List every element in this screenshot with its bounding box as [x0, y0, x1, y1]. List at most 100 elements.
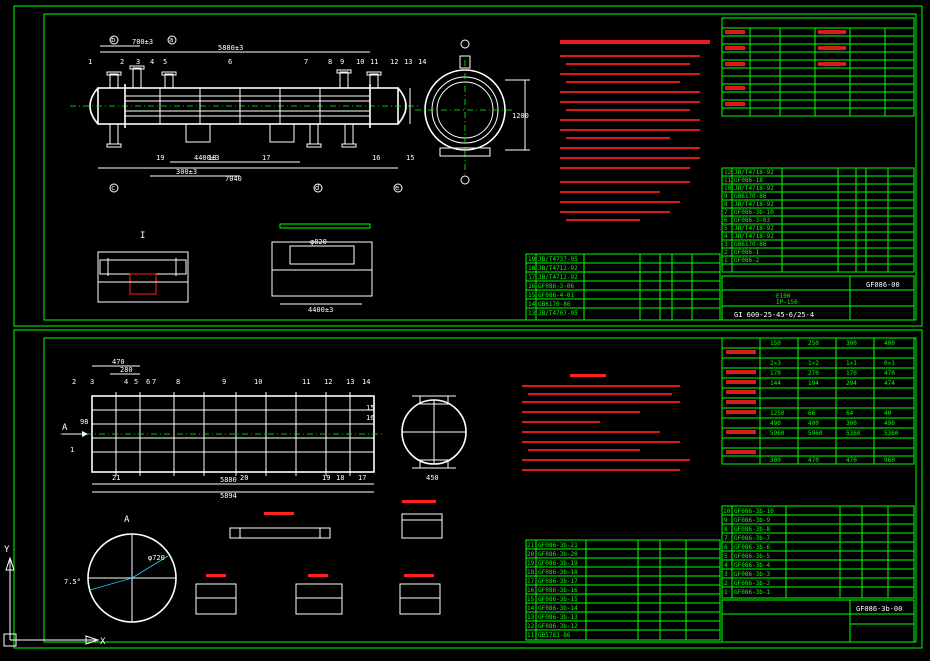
svg-text:19: 19	[528, 256, 536, 263]
detail-label-I: I	[140, 231, 145, 241]
svg-text:a: a	[169, 36, 173, 44]
svg-text:GF086-3b-15: GF086-3b-15	[538, 596, 578, 603]
callout-18: 18	[208, 154, 216, 162]
svg-text:GF086-3b-19: GF086-3b-19	[538, 560, 578, 567]
svg-text:18: 18	[528, 265, 536, 272]
svg-text:12: 12	[324, 378, 332, 386]
svg-text:GF086-3b-18: GF086-3b-18	[538, 569, 578, 576]
sheet2-inner-frame	[43, 337, 917, 643]
svg-text:10: 10	[724, 185, 732, 192]
bundle-callouts-top: 2 3 4 5 6 7 8 9 10 11 12 13 14 15	[72, 378, 374, 412]
svg-text:4: 4	[124, 378, 128, 386]
svg-text:470: 470	[846, 457, 857, 464]
sheet2-small-details	[195, 500, 443, 615]
saddle-right	[269, 123, 295, 143]
svg-text:6: 6	[146, 378, 150, 386]
svg-text:1: 1	[70, 446, 74, 454]
svg-text:11: 11	[527, 632, 535, 639]
svg-text:11: 11	[302, 378, 310, 386]
svg-text:170: 170	[770, 370, 781, 377]
svg-text:GB5783-86: GB5783-86	[538, 632, 571, 639]
support-dim-4400: 4400±3	[308, 306, 333, 314]
view-A-label: A	[124, 515, 130, 525]
svg-text:9: 9	[724, 517, 728, 524]
svg-text:E100: E100	[776, 293, 791, 300]
end-view-dim-1200: 1200	[512, 112, 529, 120]
callout-2: 2	[120, 58, 124, 66]
svg-text:294: 294	[846, 380, 857, 387]
callout-12: 12	[390, 58, 398, 66]
svg-text:474: 474	[884, 380, 895, 387]
svg-text:GF086-3-03: GF086-3-03	[734, 217, 771, 224]
view-A-angle: 7.5°	[64, 578, 81, 586]
svg-text:300: 300	[770, 457, 781, 464]
callout-14: 14	[418, 58, 426, 66]
svg-text:490: 490	[770, 420, 781, 427]
view-arrow-A: A	[62, 423, 68, 433]
sheet1-title-block: GF086-00 E100 IP-150 GI 600-25-45-6/25-4	[721, 275, 915, 321]
svg-text:4: 4	[724, 233, 728, 240]
svg-text:GI 600-25-45-6/25-4: GI 600-25-45-6/25-4	[734, 311, 814, 319]
svg-text:8: 8	[724, 201, 728, 208]
callout-15: 15	[406, 154, 414, 162]
callout-9: 9	[340, 58, 344, 66]
svg-text:18: 18	[336, 474, 344, 482]
svg-text:3: 3	[724, 241, 728, 248]
svg-text:GF086-3b-21: GF086-3b-21	[538, 542, 578, 549]
callout-6: 6	[228, 58, 232, 66]
svg-text:8: 8	[724, 526, 728, 533]
svg-text:GF086-2: GF086-2	[734, 257, 760, 264]
svg-text:13: 13	[527, 614, 535, 621]
svg-text:300: 300	[846, 420, 857, 427]
left-head	[89, 87, 99, 125]
svg-text:490: 490	[884, 420, 895, 427]
callout-5: 5	[163, 58, 167, 66]
callout-4: 4	[150, 58, 154, 66]
svg-text:6: 6	[724, 544, 728, 551]
svg-text:3: 3	[90, 378, 94, 386]
svg-text:3: 3	[724, 571, 728, 578]
axis-y-label: Y	[4, 545, 10, 555]
callout-16: 16	[372, 154, 380, 162]
callout-17: 17	[262, 154, 270, 162]
svg-text:20: 20	[527, 551, 535, 558]
svg-text:11: 11	[724, 177, 732, 184]
dim-7040: 7040	[225, 175, 242, 183]
svg-text:19: 19	[527, 560, 535, 567]
sheet1-technical-notes	[560, 40, 710, 221]
svg-text:7: 7	[152, 378, 156, 386]
dim-470: 470	[112, 358, 125, 366]
svg-text:9: 9	[222, 378, 226, 386]
svg-text:GB6170-86: GB6170-86	[734, 241, 767, 248]
svg-text:17: 17	[527, 578, 535, 585]
svg-text:9: 9	[724, 193, 728, 200]
svg-text:1: 1	[724, 257, 728, 264]
callout-11: 11	[370, 58, 378, 66]
svg-text:GF086-3b-13: GF086-3b-13	[538, 614, 578, 621]
svg-text:15: 15	[366, 404, 374, 412]
dim-700: 700±3	[132, 38, 153, 46]
sheet1-end-view: 1200	[415, 39, 530, 185]
svg-text:20: 20	[240, 474, 248, 482]
svg-text:GF086-3b-2: GF086-3b-2	[734, 580, 771, 587]
svg-text:5: 5	[724, 553, 728, 560]
svg-text:GF086-3b-8: GF086-3b-8	[734, 526, 771, 533]
svg-text:GF086-3b-10: GF086-3b-10	[734, 508, 774, 515]
support-dim-820: φ820	[310, 238, 327, 246]
svg-text:GF086-3b-10: GF086-3b-10	[734, 209, 774, 216]
dim-5894: 5894	[220, 492, 237, 500]
svg-text:GF086-18: GF086-18	[734, 177, 763, 184]
svg-text:d: d	[315, 184, 319, 192]
svg-text:JB/T4718-92: JB/T4718-92	[734, 233, 774, 240]
sheet2-bundle-view: 470 280 98 5880 5894 A 2 3 4 5 6 7 8 9 1…	[60, 358, 385, 500]
svg-text:JB/T4718-92: JB/T4718-92	[734, 169, 774, 176]
right-head	[397, 87, 407, 125]
svg-text:6: 6	[724, 217, 728, 224]
svg-text:16: 16	[366, 414, 374, 422]
svg-text:GF086-3b-6: GF086-3b-6	[734, 544, 771, 551]
sheet2-tubesheet-view: 450	[401, 395, 467, 482]
svg-text:GF086-3b-12: GF086-3b-12	[538, 623, 578, 630]
tubesheet-dim-450: 450	[426, 474, 439, 482]
